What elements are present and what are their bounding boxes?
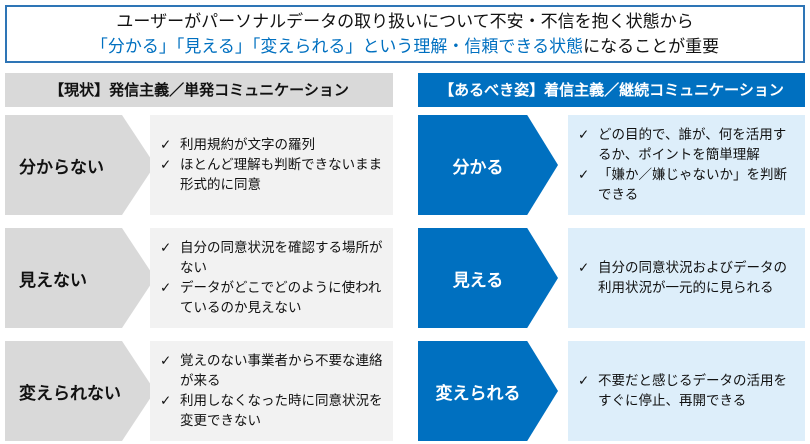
bullet-text: 自分の同意状況およびデータの利用状況が一元的に見られる <box>598 260 787 296</box>
ideal-description-box-2: ✓ 自分の同意状況およびデータの利用状況が一元的に見られる <box>568 228 805 328</box>
bullet-item: ✓ 利用規約が文字の羅列 <box>160 135 385 155</box>
ideal-state-header: 【あるべき姿】着信主義／継続コミュニケーション <box>418 73 805 107</box>
headline-rest: になることが重要 <box>583 37 720 57</box>
ideal-chevron-2: 見える <box>418 228 558 328</box>
bullet-item: ✓ 不要だと感じるデータの活用をすぐに停止、再開できる <box>578 371 797 411</box>
check-icon: ✓ <box>160 353 172 369</box>
ideal-chevron-3: 変えられる <box>418 341 558 441</box>
bullet-item: ✓ 自分の同意状況およびデータの利用状況が一元的に見られる <box>578 258 797 298</box>
headline-line-1: ユーザーがパーソナルデータの取り扱いについて不安・不信を抱く状態から <box>116 12 694 32</box>
check-icon: ✓ <box>578 127 590 143</box>
headline-line-2: 「分かる」「見える」「変えられる」という理解・信頼できる状態になることが重要 <box>7 35 803 60</box>
current-description-box-2: ✓ 自分の同意状況を確認する場所がない ✓ データがどこでどのように使われているのか見… <box>150 228 393 328</box>
ideal-description-box-3: ✓ 不要だと感じるデータの活用をすぐに停止、再開できる <box>568 341 805 441</box>
bullet-text: 自分の同意状況を確認する場所がない <box>180 240 383 276</box>
bullet-text: 不要だと感じるデータの活用をすぐに停止、再開できる <box>598 373 787 409</box>
current-description-box-1: ✓ 利用規約が文字の羅列 ✓ ほとんど理解も判断できないまま形式的に同意 <box>150 115 393 215</box>
current-description-box-3: ✓ 覚えのない事業者から不要な連絡が来る ✓ 利用しなくなった時に同意状況を変更できな… <box>150 341 393 441</box>
bullet-text: ほとんど理解も判断できないまま形式的に同意 <box>180 157 383 193</box>
ideal-chevron-1: 分かる <box>418 115 558 215</box>
headline-box: ユーザーがパーソナルデータの取り扱いについて不安・不信を抱く状態から 「分かる」… <box>5 5 805 63</box>
check-icon: ✓ <box>160 240 172 256</box>
current-chevron-2: 見えない <box>5 228 155 328</box>
bullet-text: 利用しなくなった時に同意状況を変更できない <box>180 393 383 429</box>
ideal-description-box-1: ✓ どの目的で、誰が、何を活用するか、ポイントを簡単理解 ✓ 「嫌か／嫌じゃないか」を… <box>568 115 805 215</box>
current-state-header: 【現状】発信主義／単発コミュニケーション <box>5 73 393 107</box>
check-icon: ✓ <box>160 393 172 409</box>
current-chevron-1: 分からない <box>5 115 155 215</box>
bullet-item: ✓ どの目的で、誰が、何を活用するか、ポイントを簡単理解 <box>578 125 797 165</box>
bullet-text: 「嫌か／嫌じゃないか」を判断できる <box>598 167 787 203</box>
headline-highlight: 「分かる」「見える」「変えられる」という理解・信頼できる状態 <box>90 37 584 57</box>
bullet-text: どの目的で、誰が、何を活用するか、ポイントを簡単理解 <box>598 127 787 163</box>
bullet-text: データがどこでどのように使われているのか見えない <box>180 280 382 316</box>
check-icon: ✓ <box>160 137 172 153</box>
check-icon: ✓ <box>578 373 590 389</box>
check-icon: ✓ <box>578 167 590 183</box>
bullet-text: 利用規約が文字の羅列 <box>180 137 315 153</box>
bullet-item: ✓ ほとんど理解も判断できないまま形式的に同意 <box>160 155 385 195</box>
bullet-text: 覚えのない事業者から不要な連絡が来る <box>180 353 383 389</box>
bullet-item: ✓ 利用しなくなった時に同意状況を変更できない <box>160 391 385 431</box>
bullet-item: ✓ 覚えのない事業者から不要な連絡が来る <box>160 351 385 391</box>
check-icon: ✓ <box>578 260 590 276</box>
bullet-item: ✓ 「嫌か／嫌じゃないか」を判断できる <box>578 165 797 205</box>
bullet-item: ✓ 自分の同意状況を確認する場所がない <box>160 238 385 278</box>
check-icon: ✓ <box>160 157 172 173</box>
check-icon: ✓ <box>160 280 172 296</box>
current-chevron-3: 変えられない <box>5 341 155 441</box>
bullet-item: ✓ データがどこでどのように使われているのか見えない <box>160 278 385 318</box>
